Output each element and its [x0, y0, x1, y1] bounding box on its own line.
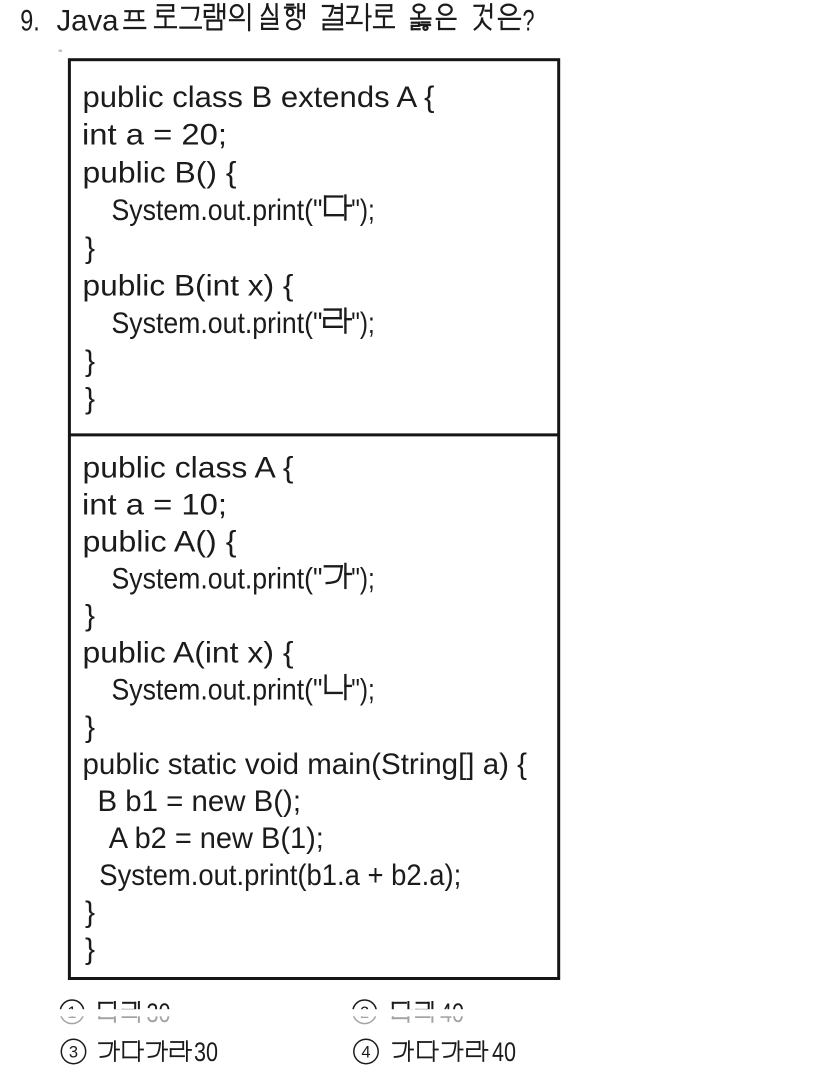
svg-text:int a = 10;: int a = 10; — [82, 488, 227, 521]
svg-text:}: } — [85, 383, 95, 416]
svg-text:int a = 20;: int a = 20; — [82, 119, 227, 152]
svg-text:");: "); — [351, 563, 375, 596]
svg-text:}: } — [85, 600, 95, 633]
svg-text:}: } — [85, 896, 95, 929]
svg-text:System.out.print(": System.out.print(" — [112, 563, 323, 596]
svg-text:public B(int x) {: public B(int x) { — [83, 270, 294, 303]
svg-text:A b2 = new B(1);: A b2 = new B(1); — [109, 822, 324, 855]
svg-text:40: 40 — [492, 1037, 516, 1067]
svg-text:public class B extends A {: public class B extends A { — [83, 81, 435, 114]
svg-text:System.out.print(": System.out.print(" — [112, 674, 323, 707]
svg-text:public static void main(String: public static void main(String[] a) { — [83, 748, 528, 781]
svg-text:public class A {: public class A { — [83, 451, 294, 484]
svg-text:}: } — [85, 933, 95, 966]
svg-text:9.: 9. — [20, 5, 40, 38]
svg-text:");: "); — [351, 194, 375, 227]
svg-text:}: } — [85, 711, 95, 744]
svg-text:?: ? — [523, 5, 535, 38]
svg-text:");: "); — [351, 307, 375, 340]
svg-text:4: 4 — [361, 1044, 370, 1062]
svg-text:System.out.print(": System.out.print(" — [112, 194, 323, 227]
svg-text:30: 30 — [194, 1037, 218, 1067]
svg-text:public B() {: public B() { — [83, 156, 237, 189]
svg-text:}: } — [85, 345, 95, 378]
svg-text:B b1 = new B();: B b1 = new B(); — [98, 785, 302, 818]
svg-text:3: 3 — [69, 1044, 78, 1062]
svg-text:System.out.print(b1.a + b2.a);: System.out.print(b1.a + b2.a); — [99, 859, 461, 892]
svg-text:");: "); — [351, 674, 375, 707]
svg-text:Java: Java — [57, 5, 119, 38]
svg-text:public A() {: public A() { — [83, 526, 237, 559]
svg-text:}: } — [85, 232, 95, 265]
svg-text:public A(int x) {: public A(int x) { — [83, 637, 294, 670]
svg-text:System.out.print(": System.out.print(" — [112, 307, 323, 340]
